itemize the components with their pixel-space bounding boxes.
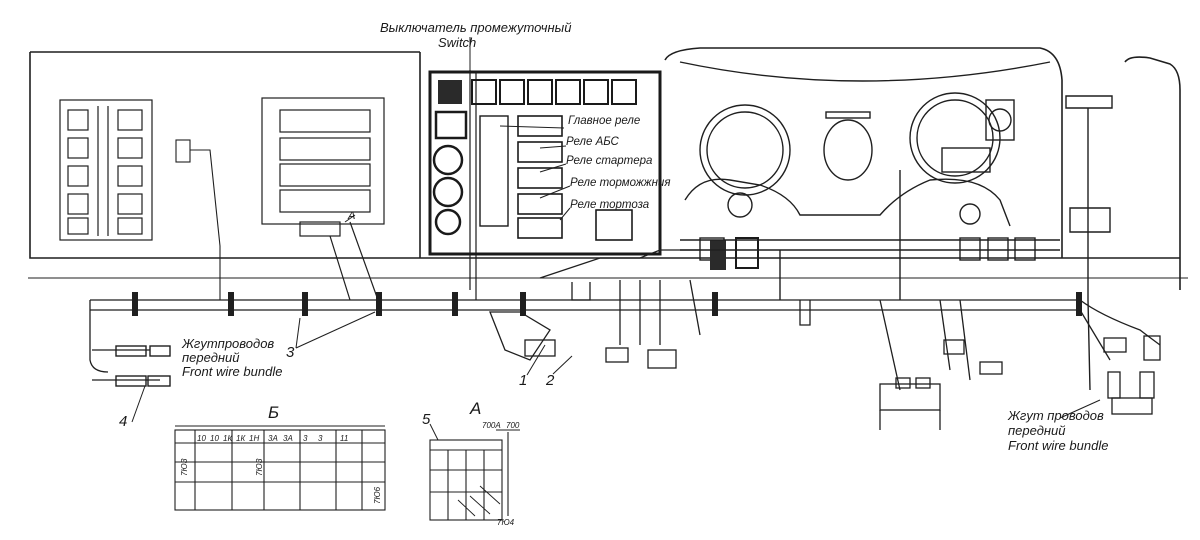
bundle-right-ru-2: передний — [1008, 423, 1066, 438]
position-numbers: 3 4 1 2 5 — [119, 344, 555, 430]
pin-label: 1Н — [249, 434, 259, 443]
pin-label: 10 — [210, 434, 219, 443]
pin-label: 1К — [236, 434, 246, 443]
callout-switch: Выключатель промежуточный Switch — [380, 20, 571, 50]
position-4: 4 — [119, 413, 127, 430]
starter-relay-label: Реле стартера — [566, 155, 652, 167]
dim-label-a-1: 700А — [482, 421, 501, 430]
switch-label-en: Switch — [438, 35, 476, 50]
harness-clips — [132, 292, 1082, 316]
detail-view-b — [174, 425, 386, 511]
pin-label: 3А — [283, 434, 293, 443]
main-relay-label: Главное реле — [568, 115, 640, 127]
abs-relay-label: Реле АБС — [566, 136, 620, 148]
view-b-title: Б — [268, 403, 279, 422]
dim-label-a-bottom: 7Ю4 — [497, 518, 515, 527]
bundle-right-ru-1: Жгут проводов — [1007, 408, 1104, 423]
view-titles: Б А — [268, 399, 481, 422]
pin-label: 3 — [318, 434, 323, 443]
position-3: 3 — [286, 344, 295, 361]
detail-a-marker: А — [347, 210, 355, 222]
left-relay — [175, 139, 221, 300]
switch-panel — [428, 70, 662, 300]
bundle-right-en: Front wire bundle — [1008, 438, 1108, 453]
brake-relay-label: Реле торможжния — [570, 177, 670, 189]
pin-label: 3А — [268, 434, 278, 443]
callout-bundle-left: Жгутпроводов передний Front wire bundle — [181, 336, 282, 379]
main-harness — [89, 279, 1161, 391]
dim-label-b-right: 7Ю6 — [373, 486, 382, 504]
dimension-labels: 7ЮЗ 7ЮЗ 7Ю6 700А 700 7Ю4 — [180, 421, 520, 527]
pin-label: 11 — [340, 434, 348, 443]
relay-labels: Главное реле Реле АБС Реле стартера Реле… — [566, 115, 670, 211]
dim-label-b-mid: 7ЮЗ — [255, 458, 264, 476]
detail-view-a — [429, 429, 520, 521]
leader-lines — [131, 37, 1101, 441]
position-1: 1 — [519, 372, 527, 389]
pin-label: 10 — [197, 434, 206, 443]
bundle-left-ru-1: Жгутпроводов — [181, 336, 274, 351]
bundle-left-en: Front wire bundle — [182, 364, 282, 379]
view-a-title: А — [469, 399, 481, 418]
left-fuse-block — [59, 99, 153, 241]
left-connectors — [115, 345, 171, 387]
dim-label-a-2: 700 — [506, 421, 520, 430]
pin-label: 3 — [303, 434, 308, 443]
parking-brake-relay-label: Реле тортоза — [570, 199, 649, 211]
fuse-relay-box — [261, 97, 385, 301]
view-b-pin-labels: 10 10 1К 1К 1Н 3А 3А 3 3 11 — [197, 434, 348, 443]
switch-label-ru: Выключатель промежуточный — [380, 20, 571, 35]
callout-bundle-right: Жгут проводов передний Front wire bundle — [1007, 408, 1108, 453]
right-connector-cluster — [879, 335, 1161, 430]
position-5: 5 — [422, 411, 431, 428]
position-2: 2 — [545, 372, 555, 389]
dashboard-outline — [28, 47, 1188, 290]
bundle-left-ru-2: передний — [182, 350, 240, 365]
pin-label: 1К — [223, 434, 233, 443]
instrument-cluster — [679, 61, 1113, 391]
dim-label-b-left: 7ЮЗ — [180, 458, 189, 476]
center-connector-parts — [489, 249, 700, 369]
